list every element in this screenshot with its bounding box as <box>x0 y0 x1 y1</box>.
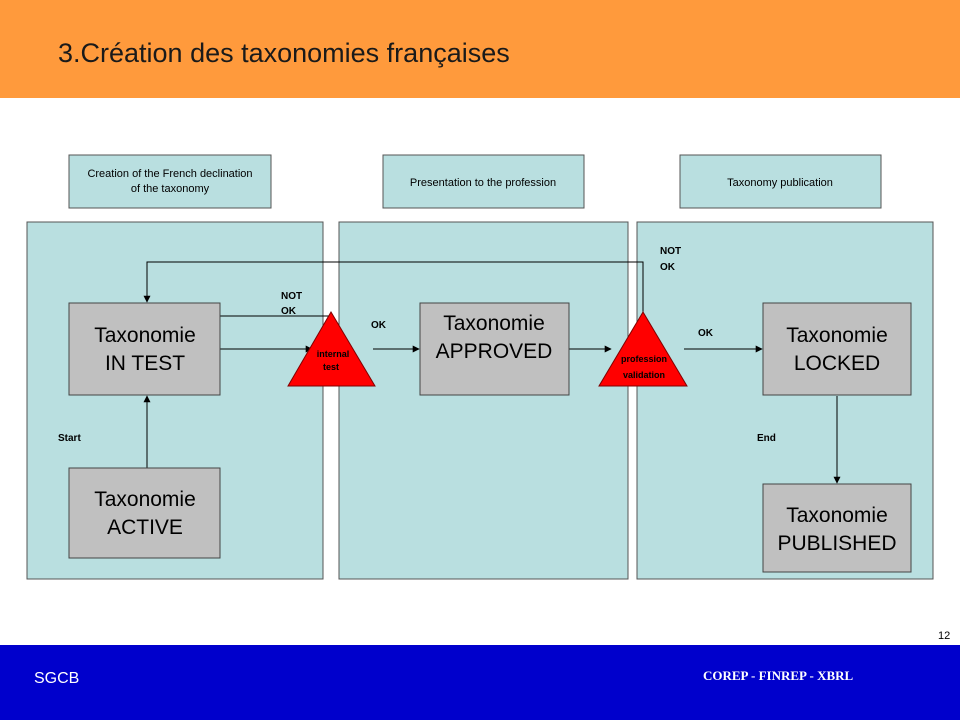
page-title: 3.Création des taxonomies françaises <box>58 38 510 68</box>
footer-org: SGCB <box>34 670 80 687</box>
phase-creation-line2: of the taxonomy <box>131 183 210 195</box>
state-in-test-box <box>68 302 221 396</box>
profession-validation-line1: profession <box>621 354 667 364</box>
state-in-test-line2: IN TEST <box>105 352 185 375</box>
phase-presentation-label: Presentation to the profession <box>410 177 556 189</box>
not-ok-return-arrow-2 <box>143 261 644 326</box>
not-ok-label-1a: NOT <box>281 291 302 302</box>
state-published-line2: PUBLISHED <box>777 532 896 555</box>
state-published-line1: Taxonomie <box>786 504 888 527</box>
panel-presentation <box>338 221 629 580</box>
phase-presentation-box <box>382 154 585 209</box>
state-locked-line2: LOCKED <box>794 352 880 375</box>
header-bar <box>0 0 960 98</box>
end-label: End <box>757 433 776 444</box>
state-locked-box <box>762 302 912 396</box>
not-ok-label-1b: OK <box>281 306 297 317</box>
state-in-test-line1: Taxonomie <box>94 324 196 347</box>
state-approved-line1: Taxonomie <box>443 312 545 335</box>
phase-publication-box <box>679 154 882 209</box>
footer-project: COREP - FINREP - XBRL <box>703 668 854 683</box>
state-active-line1: Taxonomie <box>94 488 196 511</box>
page-number: 12 <box>938 630 951 642</box>
start-label: Start <box>58 433 81 444</box>
profession-validation-line2: validation <box>623 370 665 380</box>
state-locked-line1: Taxonomie <box>786 324 888 347</box>
internal-test-gate <box>287 311 376 387</box>
state-approved-box <box>419 302 570 396</box>
phase-creation-box <box>68 154 272 209</box>
profession-validation-gate <box>598 311 688 387</box>
not-ok-label-2b: OK <box>660 262 676 273</box>
state-published-box <box>762 483 912 573</box>
phase-publication-label: Taxonomy publication <box>727 177 833 189</box>
state-active-box <box>68 467 221 559</box>
internal-test-line2: test <box>323 362 339 372</box>
phase-creation-line1: Creation of the French declination <box>87 168 252 180</box>
state-approved-line2: APPROVED <box>436 340 553 363</box>
not-ok-label-2a: NOT <box>660 246 681 257</box>
ok-label-1: OK <box>371 320 387 331</box>
internal-test-line1: internal <box>317 349 350 359</box>
state-active-line2: ACTIVE <box>107 516 183 539</box>
ok-label-2: OK <box>698 328 714 339</box>
footer-bar <box>0 645 960 720</box>
